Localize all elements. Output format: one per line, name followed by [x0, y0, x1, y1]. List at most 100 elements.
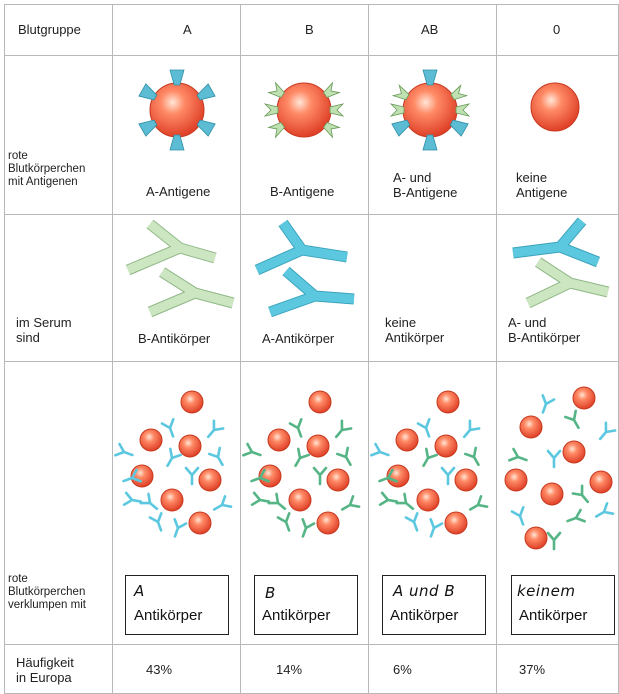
antigens-0: keine Antigene	[516, 170, 568, 200]
antibody-a-small-icon	[370, 442, 390, 457]
antibody-a-large-icon	[255, 220, 348, 275]
clumped-cell	[395, 428, 419, 452]
frequency-0: 37%	[519, 662, 546, 677]
antibody-b-small-icon	[340, 495, 361, 511]
antibody-b-small-icon	[468, 495, 489, 511]
antibody-a-small-icon	[173, 518, 188, 538]
clumped-cell	[160, 488, 184, 512]
antibody-b-small-icon	[250, 468, 270, 483]
antigen-a-icon	[196, 83, 216, 101]
clumped-cell	[316, 511, 340, 535]
free-cell	[562, 440, 586, 464]
antibody-b-small-icon	[242, 442, 262, 457]
antibody-a-small-icon	[404, 512, 419, 532]
serum-a: B-Antikörper	[138, 331, 211, 346]
antibody-a-small-icon	[208, 446, 224, 467]
antibody-a-small-icon	[212, 495, 233, 511]
antibody-a-small-icon	[429, 518, 444, 538]
antibody-a-small-icon	[510, 506, 525, 526]
handwritten-ab: A und B	[393, 582, 456, 600]
row-antigens-label: rote Blutkörperchen mit Antigenen	[8, 150, 86, 188]
antibody-a-small-icon	[598, 421, 617, 441]
header-group-a: A	[183, 22, 192, 37]
antigens-ab: A- und B-Antigene	[393, 170, 458, 200]
antigen-b-icon	[263, 103, 279, 117]
antigens-a: A-Antigene	[146, 184, 211, 199]
answer-box-a[interactable]	[125, 575, 229, 635]
antibody-b-small-icon	[334, 419, 353, 439]
antibody-b-small-icon	[566, 508, 586, 523]
box-label-ab: Antikörper	[390, 607, 459, 624]
antigen-b-icon	[455, 103, 471, 117]
frequency-a: 43%	[146, 662, 173, 677]
row-frequency-label: Häufigkeit in Europa	[16, 655, 74, 685]
antibody-b-small-icon	[464, 446, 480, 467]
antigen-a-icon	[196, 119, 216, 137]
antibody-a-small-icon	[148, 512, 163, 532]
answer-box-0[interactable]	[511, 575, 615, 635]
serum-0: A- und B-Antikörper	[508, 315, 581, 345]
antibody-b-small-icon	[564, 409, 580, 430]
answer-box-b[interactable]	[254, 575, 358, 635]
antigen-a-icon	[422, 69, 438, 86]
antibody-a-small-icon	[546, 449, 562, 469]
red-blood-cell-b	[276, 82, 332, 138]
antigen-a-icon	[138, 83, 158, 101]
antigen-a-icon	[169, 134, 185, 151]
handwritten-a: A	[134, 582, 145, 600]
antibody-b-small-icon	[571, 484, 590, 504]
antibody-b-small-icon	[546, 531, 562, 551]
antigen-a-icon	[138, 119, 158, 137]
handwritten-b: B	[265, 584, 276, 602]
antibody-a-small-icon	[594, 502, 615, 518]
antibody-a-large-icon	[512, 218, 600, 267]
antibody-b-small-icon	[301, 518, 316, 538]
antibody-b-small-icon	[276, 512, 291, 532]
free-cell	[519, 415, 543, 439]
frequency-b: 14%	[276, 662, 303, 677]
antigen-b-icon	[267, 81, 285, 99]
answer-box-ab[interactable]	[382, 575, 486, 635]
antibody-b-small-icon	[336, 446, 352, 467]
free-cell	[504, 468, 528, 492]
antibody-b-small-icon	[294, 447, 310, 468]
antigen-a-icon	[449, 119, 469, 137]
serum-b: A-Antikörper	[262, 331, 335, 346]
clumped-cell	[434, 434, 458, 458]
antibody-a-small-icon	[541, 394, 556, 414]
antigen-b-icon	[267, 121, 285, 139]
free-cell	[524, 526, 548, 550]
clumped-cell	[139, 428, 163, 452]
header-group-0: 0	[553, 22, 561, 37]
antibody-a-small-icon	[416, 418, 431, 438]
box-label-a: Antikörper	[134, 607, 203, 624]
clumped-cell	[416, 488, 440, 512]
antibody-b-large-icon	[126, 220, 217, 275]
row-clumping-label: rote Blutkörperchen verklumpen mit	[8, 573, 86, 611]
header-group-b: B	[305, 22, 314, 37]
antigen-a-icon	[169, 69, 185, 86]
antigen-b-icon	[450, 84, 469, 101]
red-blood-cell-0	[530, 82, 580, 132]
antibody-b-small-icon	[267, 492, 287, 511]
antibody-b-small-icon	[378, 491, 399, 506]
clumped-cell	[454, 468, 478, 492]
clumped-cell	[198, 468, 222, 492]
red-blood-cell-a	[149, 82, 205, 138]
box-label-b: Antikörper	[262, 607, 331, 624]
clumped-cell	[288, 488, 312, 512]
antigen-b-icon	[329, 103, 345, 117]
antibody-a-small-icon	[462, 419, 481, 439]
antigen-b-icon	[391, 84, 410, 101]
antibody-b-small-icon	[378, 468, 398, 483]
serum-ab: keine Antikörper	[385, 315, 445, 345]
free-cell	[572, 386, 596, 410]
box-label-0: Antikörper	[519, 607, 588, 624]
clumped-cell	[326, 468, 350, 492]
antigen-b-icon	[389, 103, 405, 117]
antibody-b-small-icon	[250, 491, 271, 506]
antibody-a-small-icon	[184, 466, 200, 486]
antibody-a-small-icon	[114, 442, 134, 457]
clumped-cell	[308, 390, 332, 414]
